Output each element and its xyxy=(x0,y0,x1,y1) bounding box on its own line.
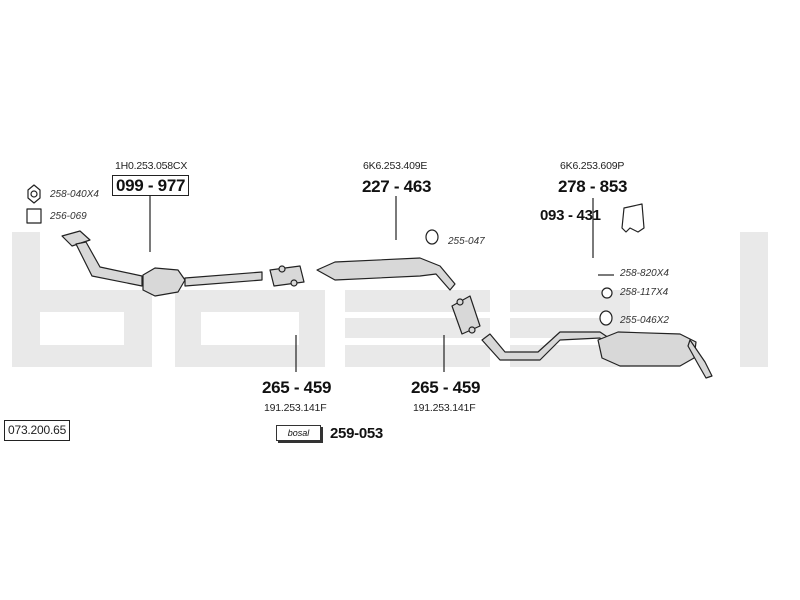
clamp-left-shape xyxy=(269,265,305,287)
rear-silencer-oe-ref: 6K6.253.609P xyxy=(560,160,625,172)
bolt-part-number[interactable]: 258-820X4 xyxy=(620,268,669,279)
rear-silencer-part-number[interactable]: 278 - 853 xyxy=(558,177,628,196)
clamp-right-part-number[interactable]: 265 - 459 xyxy=(411,378,481,397)
middle-silencer-part-number[interactable]: 227 - 463 xyxy=(362,177,432,196)
middle-silencer-shape xyxy=(316,257,456,291)
middle-silencer-oe-ref: 6K6.253.409E xyxy=(363,160,428,172)
catalytic-converter xyxy=(142,267,186,297)
rear-tailpipe xyxy=(687,339,713,379)
bracket-shape xyxy=(621,203,645,233)
bosal-paste-icon: bosal xyxy=(276,425,321,441)
rear-pipe-shape xyxy=(481,331,613,361)
clamp-right-oe-ref: 191.253.141F xyxy=(413,402,476,414)
rubber-mount-mid-shape xyxy=(425,229,439,245)
front-pipe-oe-ref: 1H0.253.058CX xyxy=(115,160,188,172)
rear-silencer-shape xyxy=(597,331,697,367)
washer-part-number[interactable]: 258-117X4 xyxy=(620,287,669,298)
rubber-mount-rear-part-number[interactable]: 255-046X2 xyxy=(620,315,669,326)
front-tailpipe xyxy=(184,271,263,287)
gasket-part-number[interactable]: 256-069 xyxy=(50,211,87,222)
clamp-right-shape xyxy=(451,295,481,335)
washer-shape xyxy=(601,287,613,299)
clamp-left-part-number[interactable]: 265 - 459 xyxy=(262,378,332,397)
nut-part-number[interactable]: 258-040X4 xyxy=(50,189,99,200)
front-pipe xyxy=(75,241,143,287)
front-pipe-part-number[interactable]: 099 - 977 xyxy=(112,175,190,196)
paste-part-number[interactable]: 259-053 xyxy=(330,425,383,442)
bracket-part-number[interactable]: 093 - 431 xyxy=(540,207,601,224)
gasket-icon xyxy=(26,208,42,224)
rubber-mount-rear-shape xyxy=(599,310,613,326)
clamp-left-oe-ref: 191.253.141F xyxy=(264,402,327,414)
rubber-mount-mid-part-number[interactable]: 255-047 xyxy=(448,236,485,247)
catalog-number: 073.200.65 xyxy=(4,420,71,441)
